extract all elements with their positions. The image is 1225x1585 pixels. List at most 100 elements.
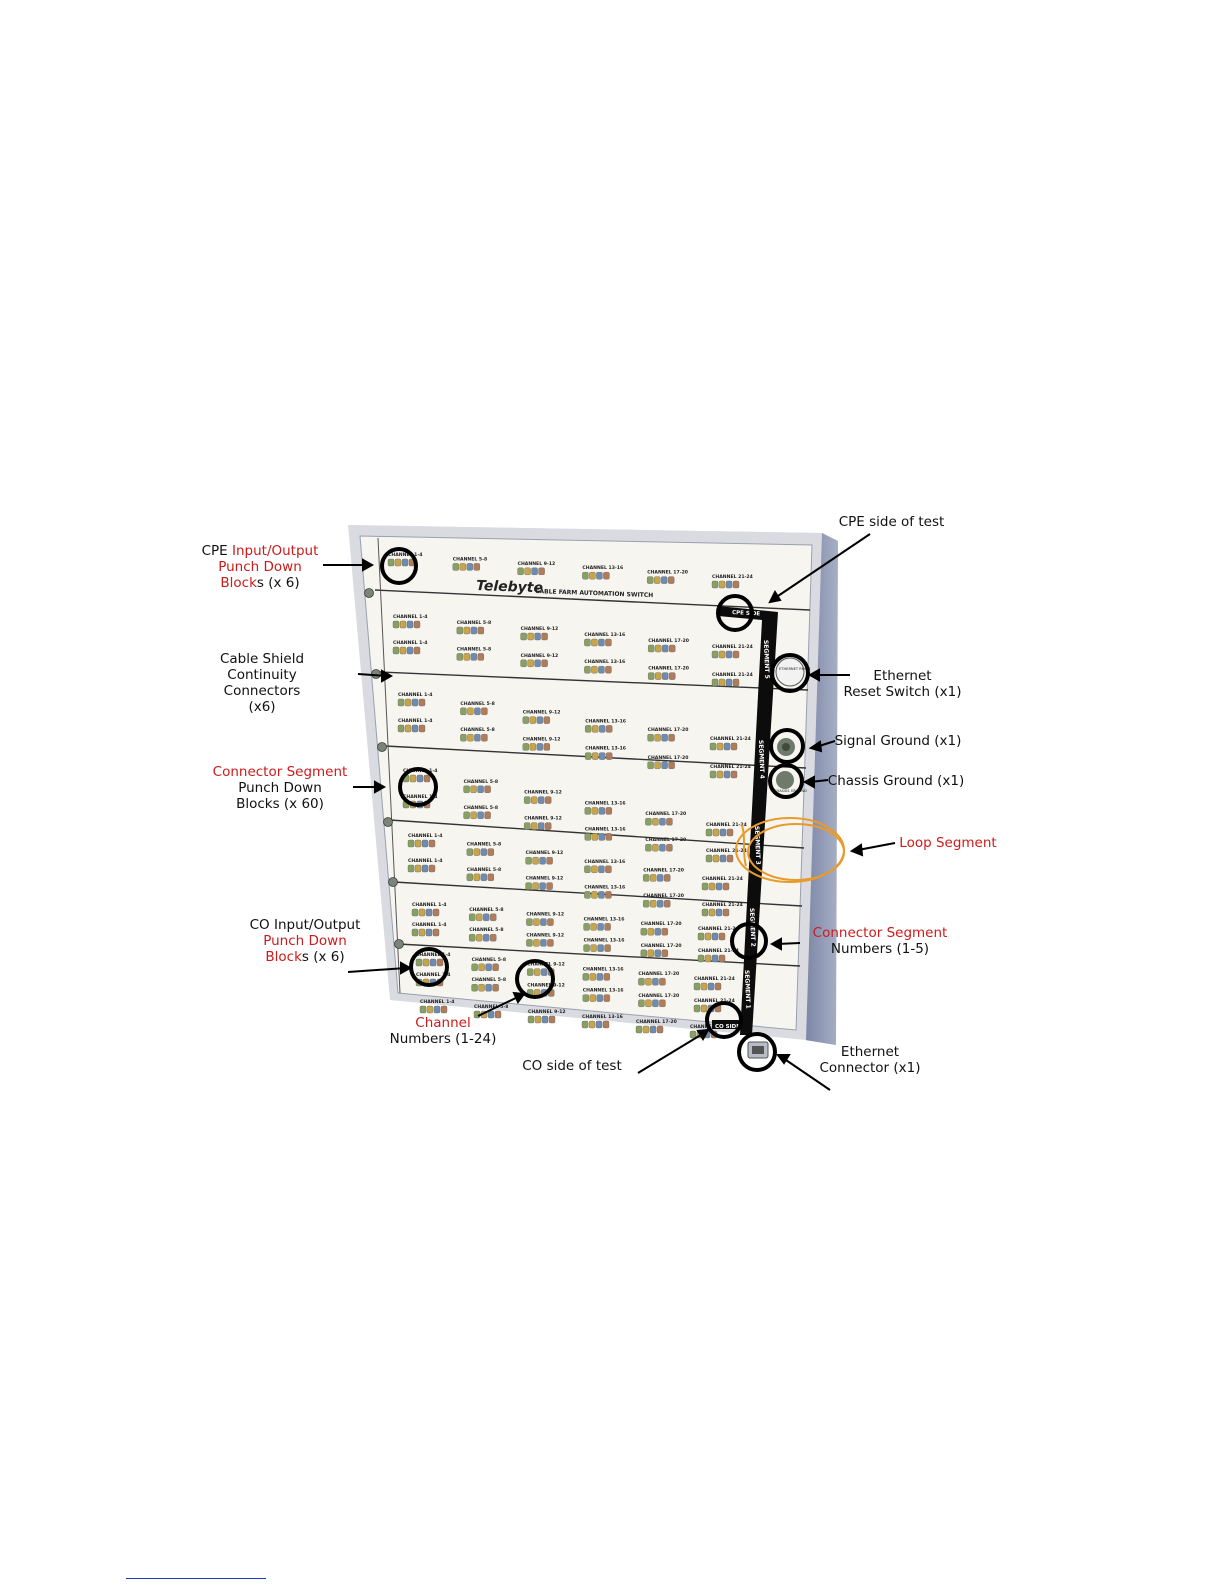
punch-down-pin bbox=[539, 857, 546, 865]
conn-seg-pd-label-3: Blocks (x 60) bbox=[236, 796, 324, 812]
punch-down-pin bbox=[418, 698, 426, 707]
strip-segment-4: SEGMENT 4 bbox=[757, 740, 765, 779]
punch-down-pin bbox=[650, 874, 657, 882]
punch-down-pin bbox=[592, 752, 599, 760]
punch-down-pin bbox=[481, 707, 488, 715]
punch-down-pin bbox=[478, 963, 485, 971]
channel-label: CHANNEL 1-4 bbox=[412, 902, 446, 908]
punch-down-pin bbox=[654, 734, 661, 742]
punch-down-pin bbox=[541, 968, 548, 976]
punch-down-pin bbox=[723, 742, 731, 751]
punch-down-pin bbox=[474, 707, 481, 715]
conn-seg-pd-label-2: Punch Down bbox=[238, 780, 322, 796]
callout-loop-segment: Loop Segment bbox=[898, 835, 998, 851]
punch-down-pin bbox=[708, 882, 716, 891]
channel-label: CHANNEL 9-12 bbox=[528, 1009, 566, 1015]
highlight-cpe-io-block bbox=[380, 547, 418, 585]
punch-down-pin bbox=[654, 928, 661, 936]
punch-down-pin bbox=[589, 994, 596, 1002]
punch-down-pin bbox=[584, 891, 591, 899]
punch-down-pin bbox=[407, 839, 415, 848]
channel-label: CHANNEL 17-20 bbox=[648, 666, 689, 672]
punch-down-pin bbox=[652, 978, 659, 986]
punch-down-pin bbox=[581, 1020, 589, 1029]
punch-down-pin bbox=[718, 954, 726, 963]
strip-co-box bbox=[712, 1020, 746, 1029]
punch-down-pin bbox=[711, 678, 719, 687]
channel-label: CHANNEL 13-16 bbox=[583, 966, 624, 972]
highlight-chassis-ground bbox=[768, 763, 804, 799]
punch-down-pin bbox=[732, 580, 740, 589]
punch-down-pin bbox=[666, 844, 673, 852]
punch-down-pin bbox=[543, 716, 550, 724]
punch-down-pin bbox=[546, 857, 553, 865]
punch-down-pin bbox=[718, 650, 726, 659]
punch-down-pin bbox=[473, 563, 480, 571]
channel-label: CHANNEL 5-8 bbox=[472, 977, 506, 983]
punch-down-pin bbox=[463, 785, 470, 793]
channel-label: CHANNEL 13-16 bbox=[585, 718, 626, 724]
punch-down-pin bbox=[711, 580, 719, 589]
punch-down-pin bbox=[689, 1030, 697, 1039]
punch-down-pin bbox=[635, 1025, 643, 1034]
punch-down-pin bbox=[659, 844, 666, 852]
punch-down-pin bbox=[483, 934, 490, 942]
chassis-ground-text: CHASSIS GROUND bbox=[774, 789, 807, 793]
channel-label: CHANNEL 5-8 bbox=[469, 907, 503, 913]
channel-label: CHANNEL 1-4 bbox=[393, 614, 427, 620]
punch-down-pin bbox=[711, 650, 719, 659]
punch-down-pin bbox=[407, 864, 415, 873]
punch-down-pin bbox=[527, 1015, 535, 1024]
ethernet-port-socket bbox=[752, 1046, 764, 1054]
punch-down-pin bbox=[469, 913, 476, 921]
punch-down-pin bbox=[725, 580, 733, 589]
loop-segment-wire-2 bbox=[747, 823, 845, 881]
punch-down-pin bbox=[411, 698, 419, 707]
punch-down-pin bbox=[732, 678, 740, 687]
channel-label: CHANNEL 17-20 bbox=[641, 943, 682, 949]
row-separators bbox=[374, 589, 811, 967]
punch-down-pin bbox=[590, 923, 597, 931]
channel-label: CHANNEL 21-24 bbox=[706, 848, 747, 854]
punch-down-pin bbox=[591, 865, 598, 873]
punch-down-pin bbox=[602, 1020, 610, 1029]
channel-label: CHANNEL 1-4 bbox=[420, 999, 454, 1005]
punch-down-pin bbox=[527, 632, 534, 641]
punch-down-pin bbox=[540, 918, 547, 926]
channel-label: CHANNEL 9-12 bbox=[527, 982, 565, 988]
punch-down-pin bbox=[598, 891, 605, 899]
punch-down-pin bbox=[584, 807, 591, 815]
punch-down-pin bbox=[701, 908, 709, 917]
punch-down-pin bbox=[582, 572, 589, 580]
punch-down-pin bbox=[541, 632, 548, 641]
punch-down-pin bbox=[421, 864, 429, 873]
channel-label: CHANNEL 21-24 bbox=[710, 736, 751, 742]
punch-down-pin bbox=[406, 620, 414, 629]
punch-down-pin bbox=[700, 1004, 708, 1013]
punch-down-pin bbox=[418, 928, 426, 937]
punch-down-pin bbox=[456, 626, 463, 635]
punch-down-pin bbox=[422, 958, 430, 967]
channel-label: CHANNEL 5-8 bbox=[453, 556, 487, 562]
channel-label: CHANNEL 13-16 bbox=[585, 800, 626, 806]
punch-down-pin bbox=[467, 707, 474, 715]
punch-down-pin bbox=[399, 646, 407, 655]
punch-down-pin bbox=[474, 734, 481, 742]
punch-down-pin bbox=[470, 626, 477, 635]
punch-down-pin bbox=[726, 854, 734, 863]
channel-label: CHANNEL 13-16 bbox=[582, 1014, 623, 1020]
punch-down-pin bbox=[397, 698, 405, 707]
punch-down-pin bbox=[647, 949, 654, 957]
punch-down-pin bbox=[411, 724, 419, 733]
punch-down-pin bbox=[711, 954, 719, 963]
shield-knob bbox=[383, 817, 393, 827]
punch-down-pin bbox=[490, 913, 497, 921]
punch-down-pin bbox=[476, 913, 483, 921]
punch-down-pin bbox=[480, 848, 487, 856]
punch-down-pin bbox=[470, 811, 477, 819]
punch-down-pin bbox=[584, 666, 591, 674]
callout-ethernet-reset: Ethernet Reset Switch (x1) bbox=[840, 668, 965, 700]
punch-down-pin bbox=[722, 882, 730, 891]
